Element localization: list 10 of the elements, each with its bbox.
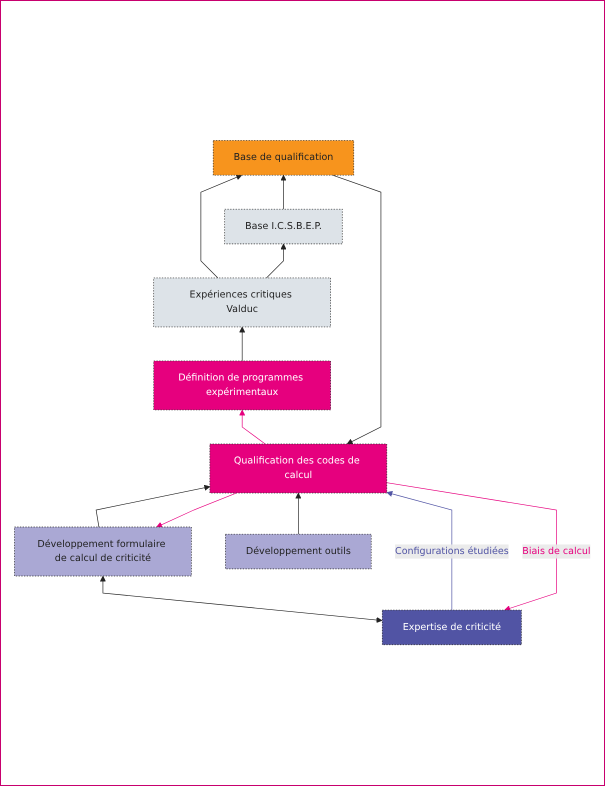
process-box: Expériences critiques Valduc bbox=[153, 278, 331, 328]
process-box: Développement formulaire de calcul de criticité bbox=[14, 527, 192, 577]
process-box: Base I.C.S.B.E.P. bbox=[224, 209, 343, 245]
edge-label: Biais de calcul bbox=[522, 544, 591, 560]
process-box: Qualification des codes de calcul bbox=[210, 444, 388, 494]
process-box: Expertise de criticité bbox=[382, 610, 522, 646]
process-box: Développement outils bbox=[225, 534, 372, 570]
process-box: Définition de programmes expérimentaux bbox=[153, 361, 331, 411]
process-box: Base de qualification bbox=[212, 140, 354, 176]
edge-label: Configurations étudiées bbox=[395, 544, 509, 560]
